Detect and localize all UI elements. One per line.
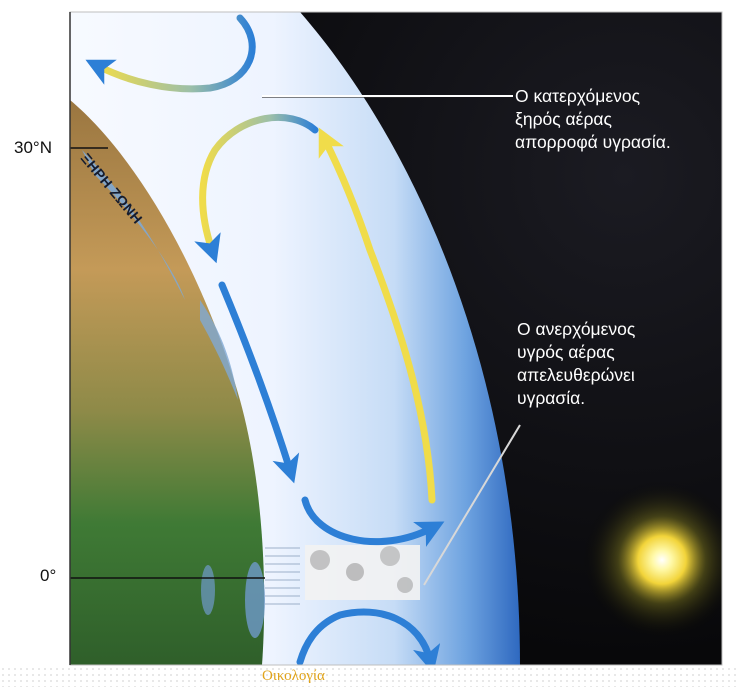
rising-air-callout: Ο ανερχόμενος υγρός αέρας απελευθερώνει … xyxy=(517,318,635,410)
lake-water xyxy=(245,562,265,638)
callout-line: υγρός αέρας xyxy=(517,341,635,364)
callout-line: υγρασία. xyxy=(517,387,635,410)
footer-label: Οικολογία xyxy=(262,668,325,685)
callout-line: απορροφά υγρασία. xyxy=(515,131,671,154)
equator-label: 0° xyxy=(40,566,56,586)
callout-line: ξηρός αέρας xyxy=(515,108,671,131)
callout-line: Ο κατερχόμενος xyxy=(515,85,671,108)
lake-water xyxy=(201,565,215,615)
descending-air-callout: Ο κατερχόμενος ξηρός αέρας απορροφά υγρα… xyxy=(515,85,671,154)
sun-icon xyxy=(582,480,738,640)
latitude-30n-label: 30°N xyxy=(14,138,52,158)
callout-line: Ο ανερχόμενος xyxy=(517,318,635,341)
callout-line: απελευθερώνει xyxy=(517,364,635,387)
